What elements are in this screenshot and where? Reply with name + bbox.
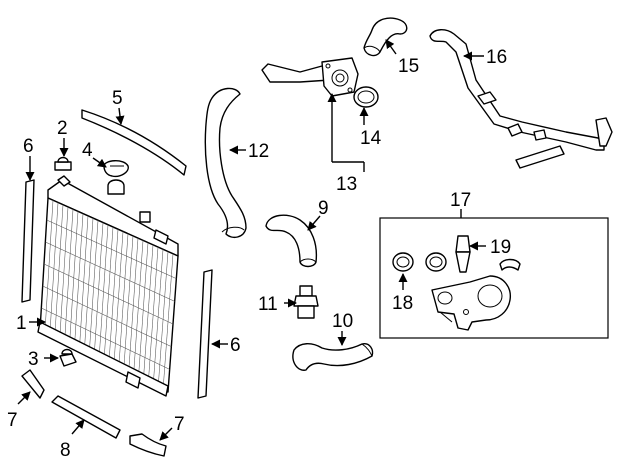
callout-labels: 1 2 3 4 5 6 6 7 7 8 9 10 11 12 13 14 15 … bbox=[7, 47, 511, 461]
lower-seal-part bbox=[51, 395, 121, 439]
drain-plug-part bbox=[59, 348, 77, 367]
thermostat-housing-part bbox=[431, 275, 511, 331]
callout-10: 10 bbox=[332, 311, 353, 332]
callout-4: 4 bbox=[82, 140, 93, 161]
callout-13: 13 bbox=[336, 174, 357, 195]
radiator-tube-line bbox=[41, 307, 170, 370]
upper-seal-part bbox=[81, 109, 187, 176]
radiator-part bbox=[37, 175, 179, 397]
callout-3: 3 bbox=[28, 349, 39, 370]
callout-19: 19 bbox=[490, 237, 511, 258]
bracket-part-4 bbox=[103, 160, 129, 178]
lower-bracket-right-part bbox=[129, 433, 167, 457]
radiator-tube-line bbox=[43, 263, 174, 325]
callout-1: 1 bbox=[16, 313, 27, 334]
callout-7-left: 7 bbox=[7, 410, 18, 431]
callout-7-right: 7 bbox=[174, 414, 185, 435]
clip-part bbox=[499, 258, 521, 271]
fitting-part-11 bbox=[293, 285, 319, 319]
upper-hose-part bbox=[204, 87, 247, 239]
lower-hose-part bbox=[292, 342, 374, 371]
coolant-pipe-part bbox=[429, 29, 613, 169]
hose-part-15 bbox=[363, 17, 408, 57]
callout-2: 2 bbox=[57, 118, 68, 139]
hose-part-9 bbox=[265, 214, 318, 268]
water-outlet-part bbox=[261, 57, 359, 97]
callout-17: 17 bbox=[450, 190, 471, 211]
lower-bracket-left-part bbox=[21, 369, 45, 399]
callout-12: 12 bbox=[248, 141, 269, 162]
temperature-sensor-part bbox=[455, 235, 471, 273]
side-seal-right-part bbox=[197, 269, 213, 399]
radiator-cap-part bbox=[54, 156, 72, 171]
callout-14: 14 bbox=[360, 128, 382, 149]
radiator-tube-line bbox=[46, 219, 177, 279]
callout-11: 11 bbox=[258, 294, 278, 315]
thermostat-group-frame bbox=[379, 217, 609, 339]
callout-5: 5 bbox=[112, 88, 123, 109]
callout-8: 8 bbox=[60, 440, 71, 461]
callout-18: 18 bbox=[392, 293, 413, 314]
radiator-tube-line bbox=[45, 241, 175, 302]
o-ring-part-14 bbox=[353, 86, 379, 108]
radiator-tube-line bbox=[42, 285, 172, 347]
radiator-core-fins bbox=[41, 200, 177, 390]
callout-6-right: 6 bbox=[230, 335, 241, 356]
o-ring-part-18 bbox=[392, 252, 447, 272]
callout-9: 9 bbox=[318, 198, 329, 219]
callout-16: 16 bbox=[486, 47, 507, 68]
side-seal-left-part bbox=[21, 179, 35, 303]
leader-lines bbox=[17, 39, 486, 441]
callout-15: 15 bbox=[398, 56, 419, 77]
callout-6-left: 6 bbox=[23, 136, 34, 157]
